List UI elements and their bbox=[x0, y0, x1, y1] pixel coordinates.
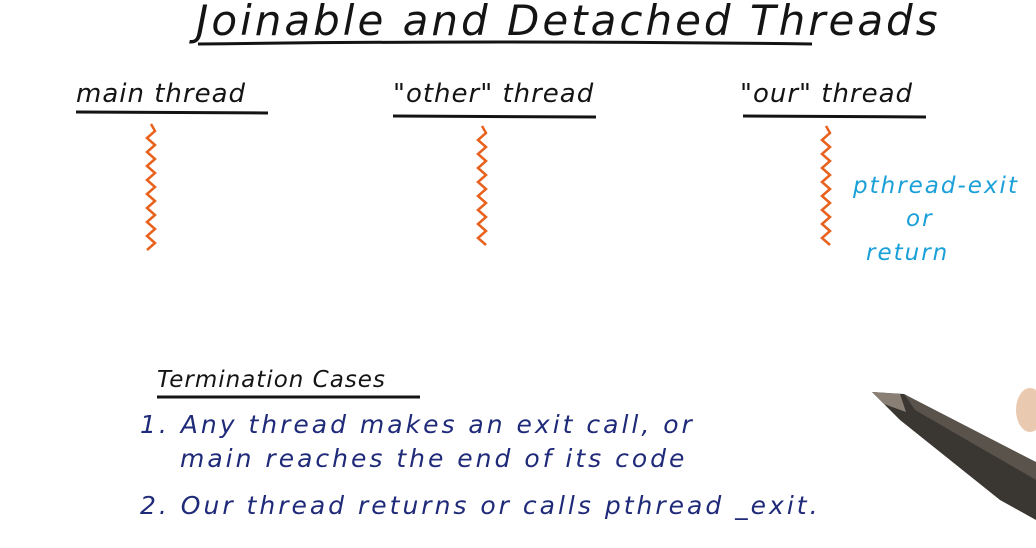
page-title: Joinable and Detached Threads bbox=[196, 0, 941, 45]
other-thread-line bbox=[476, 125, 488, 246]
termination-case-1: 1. Any thread makes an exit call, or bbox=[140, 410, 695, 439]
annotation-pthread-exit: pthread-exit bbox=[853, 173, 1019, 199]
termination-case-1-continued: main reaches the end of its code bbox=[180, 444, 688, 473]
our-thread-line bbox=[820, 125, 832, 246]
main-thread-line bbox=[145, 123, 157, 251]
termination-heading: Termination Cases bbox=[157, 367, 386, 393]
other-thread-label: "other" thread bbox=[393, 79, 595, 109]
annotation-or: or bbox=[906, 206, 934, 232]
main-thread-underline bbox=[75, 110, 269, 115]
annotation-return: return bbox=[866, 240, 950, 266]
termination-case-2: 2. Our thread returns or calls pthread _… bbox=[140, 491, 821, 520]
other-thread-underline bbox=[392, 114, 597, 119]
our-thread-underline bbox=[742, 114, 927, 119]
our-thread-label: "our" thread bbox=[740, 79, 914, 109]
title-underline bbox=[197, 40, 813, 46]
pen-icon bbox=[872, 388, 1036, 520]
main-thread-label: main thread bbox=[76, 79, 247, 109]
